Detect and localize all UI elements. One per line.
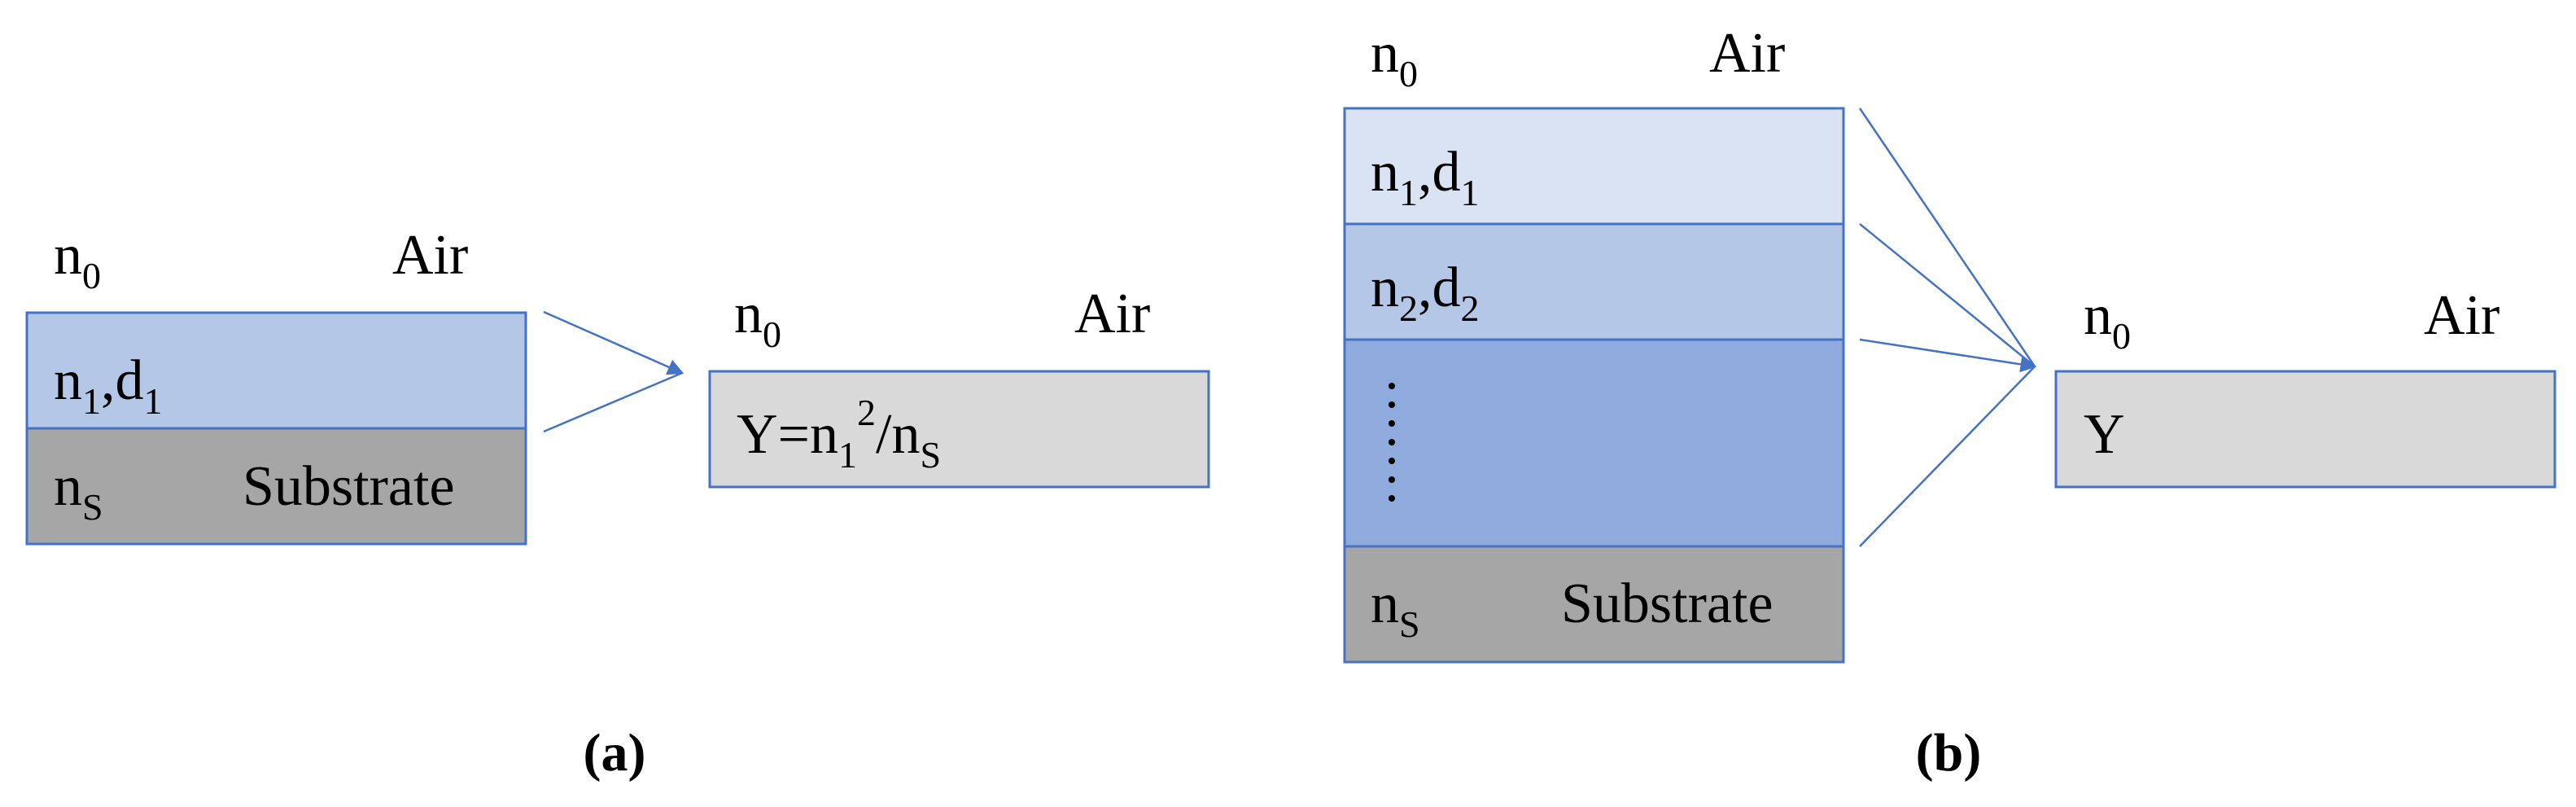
diagram-a-layer-1 xyxy=(25,311,527,430)
diagram-b-caption: (b) xyxy=(1916,723,1982,783)
diagram-b-arrow-line-2 xyxy=(1859,223,2036,367)
diagram-a-arrow-line-top xyxy=(543,310,684,375)
diagram-a-result-air-label: Air xyxy=(1074,283,1150,345)
diagram-a-substrate-index: nS xyxy=(54,455,103,528)
diagram-a: n0 Air n1,d1 nS Substrate n0 Air Y=n12/n… xyxy=(25,224,1210,783)
diagram-b-layer-2-label: n2,d2 xyxy=(1371,257,1480,329)
diagram-b-substrate-label: Substrate xyxy=(1561,572,1773,635)
diagram-b-air-index: n0 xyxy=(1371,22,1418,94)
diagram-b-equivalent-label: Y xyxy=(2084,403,2125,466)
diagram-b-additional-layers xyxy=(1343,338,1845,548)
diagram-a-arrow-line-bottom xyxy=(543,371,683,433)
diagram-b-vertical-ellipsis xyxy=(1389,383,1395,502)
diagram-a-result-air-index: n0 xyxy=(734,283,781,355)
diagram-b-arrow-line-4 xyxy=(1859,366,2036,547)
diagram-a-layer-1-label: n1,d1 xyxy=(54,349,163,422)
diagram-b: n0 Air n1,d1 n2,d2 nS Substrate n0 Ai xyxy=(1343,22,2556,783)
diagram-b-layer-1 xyxy=(1343,107,1845,226)
diagram-b-substrate-index: nS xyxy=(1371,572,1420,645)
diagram-a-substrate xyxy=(25,427,527,546)
diagram-b-layer-1-label: n1,d1 xyxy=(1371,141,1480,213)
diagram-a-air-index: n0 xyxy=(54,224,101,296)
diagram-b-arrow-line-1 xyxy=(1858,107,2036,367)
diagram-a-air-label: Air xyxy=(392,224,468,287)
diagram-b-air-label: Air xyxy=(1709,22,1785,85)
diagram-b-arrow-line-3 xyxy=(1859,338,2037,373)
diagram-b-result-air-index: n0 xyxy=(2084,284,2131,357)
diagram-b-layer-2 xyxy=(1343,222,1845,341)
diagram-a-equivalent-label: Y=n12/nS xyxy=(737,392,941,476)
diagram-b-substrate xyxy=(1343,545,1845,664)
diagram-b-result-air-label: Air xyxy=(2424,284,2499,347)
diagram-a-caption: (a) xyxy=(584,723,646,783)
diagram-a-equivalent-admittance xyxy=(708,370,1210,489)
diagram-b-equivalent-admittance xyxy=(2054,370,2556,489)
diagram-a-substrate-label: Substrate xyxy=(243,455,455,518)
